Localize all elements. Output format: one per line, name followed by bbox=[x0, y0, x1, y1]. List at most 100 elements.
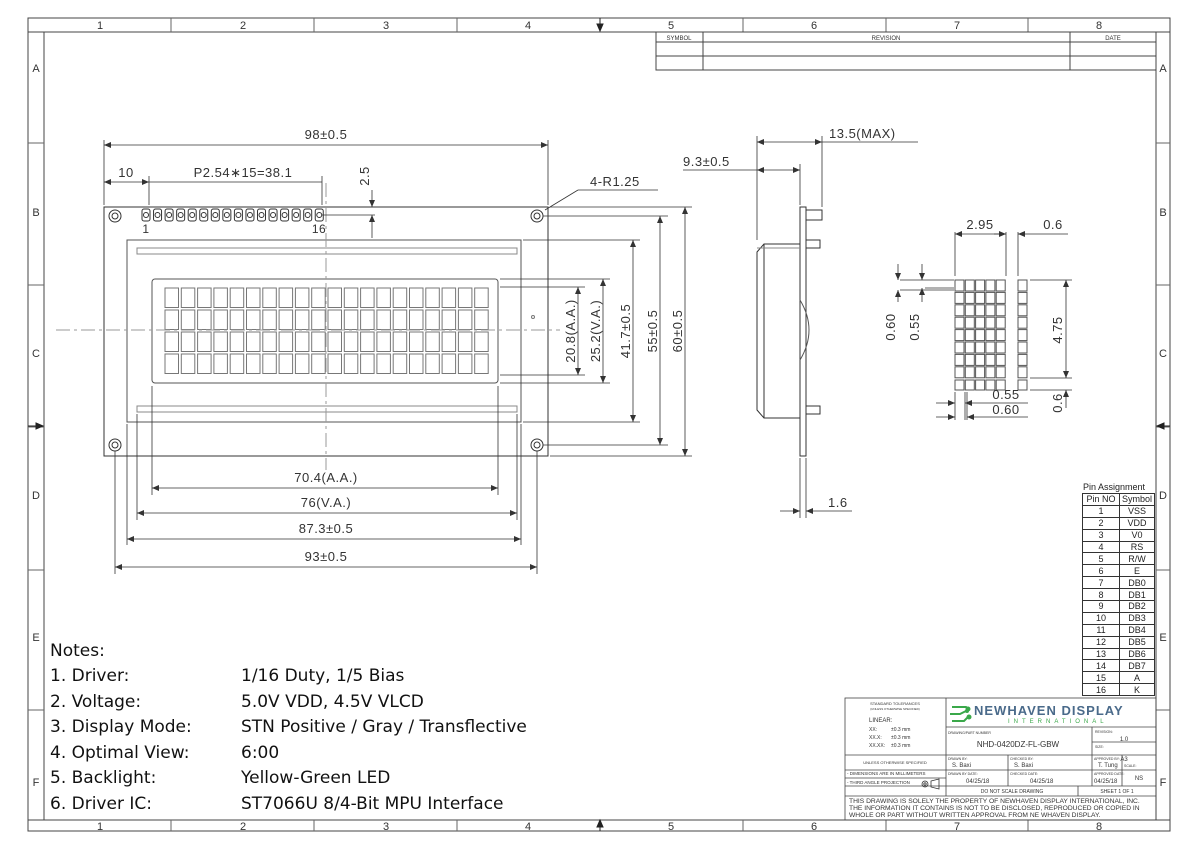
svg-text:CHECKED BY:: CHECKED BY: bbox=[1010, 757, 1034, 761]
pin-pad bbox=[303, 208, 313, 222]
col-label: 8 bbox=[1096, 821, 1102, 833]
col-label: 8 bbox=[1096, 20, 1102, 32]
newhaven-logo bbox=[950, 706, 972, 722]
dot bbox=[975, 353, 986, 366]
character-cell bbox=[278, 309, 294, 330]
side-view bbox=[756, 206, 823, 457]
dim-dot-bottom: 0.6 bbox=[1050, 393, 1065, 413]
dot bbox=[1017, 329, 1028, 342]
dot bbox=[985, 304, 996, 317]
character-cell bbox=[180, 353, 196, 374]
disclaimer-line-2: THE INFORMATION IT CONTAINS IS NOT TO BE… bbox=[849, 805, 1140, 812]
dim-bezel-h: 41.7±0.5 bbox=[618, 304, 633, 359]
pin-number: 2 bbox=[1082, 516, 1120, 530]
character-cell bbox=[474, 353, 489, 374]
pin-header bbox=[141, 208, 324, 222]
character-cell bbox=[392, 331, 408, 352]
cursor-dot bbox=[985, 379, 996, 391]
svg-text:SIZE:: SIZE: bbox=[1095, 745, 1104, 749]
dim-dot-pitch-h2: 0.60 bbox=[992, 402, 1019, 417]
character-cell bbox=[262, 287, 277, 308]
dot bbox=[995, 329, 1006, 342]
svg-text:REVISION:: REVISION: bbox=[1095, 730, 1113, 734]
front-dimensions bbox=[103, 140, 692, 574]
third-angle: - THIRD ANGLE PROJECTION bbox=[847, 780, 910, 785]
character-cell bbox=[457, 331, 473, 352]
pin-hole bbox=[246, 212, 253, 218]
revision-value: 1.0 bbox=[1120, 737, 1129, 743]
dot bbox=[985, 353, 996, 366]
col-label: 1 bbox=[97, 20, 103, 32]
dot bbox=[964, 366, 975, 379]
dot-dimension-labels: 2.95 0.6 4.75 0.60 0.55 0.6 0.55 0.60 bbox=[883, 217, 1065, 417]
dot bbox=[964, 341, 975, 354]
pin-symbol: VSS bbox=[1118, 504, 1156, 518]
pin-pad bbox=[222, 208, 232, 222]
character-cell bbox=[246, 353, 261, 374]
pin-no-header: Pin NO bbox=[1082, 493, 1120, 506]
pin-pad bbox=[141, 208, 151, 222]
character-cell bbox=[311, 309, 326, 330]
dim-radius: 4-R1.25 bbox=[590, 174, 640, 189]
character-cell bbox=[425, 309, 440, 330]
part-number: NHD-0420DZ-FL-GBW bbox=[977, 740, 1060, 749]
character-cell bbox=[213, 287, 228, 308]
size-value: A3 bbox=[1120, 757, 1128, 763]
svg-text:±0.3 mm: ±0.3 mm bbox=[891, 727, 910, 733]
pin-pad bbox=[291, 208, 301, 222]
character-cell bbox=[327, 331, 342, 352]
character-cell bbox=[311, 353, 326, 374]
dot bbox=[985, 279, 996, 292]
pin-hole bbox=[304, 212, 311, 218]
character-cell bbox=[474, 309, 489, 330]
dot bbox=[1017, 366, 1028, 379]
dot bbox=[975, 329, 986, 342]
pin-symbol: RS bbox=[1118, 540, 1156, 554]
note-label: 3. Display Mode: bbox=[50, 717, 192, 737]
character-cell bbox=[197, 331, 212, 352]
revision-header: REVISION bbox=[872, 36, 901, 42]
cursor-dot bbox=[995, 379, 1006, 391]
character-cell bbox=[457, 287, 473, 308]
character-cell bbox=[246, 287, 261, 308]
note-label: 4. Optimal View: bbox=[50, 742, 190, 763]
character-cell bbox=[294, 287, 310, 308]
row-label: F bbox=[1160, 777, 1167, 789]
dot bbox=[995, 304, 1006, 317]
dim-overall-height: 60±0.5 bbox=[670, 310, 685, 353]
character-cell bbox=[457, 309, 473, 330]
row-label: A bbox=[1159, 63, 1167, 75]
dot bbox=[954, 341, 965, 354]
dot bbox=[985, 366, 996, 379]
pin-number: 5 bbox=[1082, 552, 1120, 566]
character-cell bbox=[474, 287, 489, 308]
checked-date: 04/25/18 bbox=[1030, 779, 1054, 785]
brand-sub: INTERNATIONAL bbox=[1008, 719, 1108, 725]
dot bbox=[1017, 341, 1028, 354]
dot bbox=[975, 366, 986, 379]
do-not-scale: DO NOT SCALE DRAWING bbox=[981, 789, 1044, 795]
scale-value: NS bbox=[1135, 776, 1143, 782]
pin-symbol: E bbox=[1118, 564, 1156, 578]
dot bbox=[954, 366, 965, 379]
row-label: B bbox=[32, 207, 39, 219]
character-cell bbox=[327, 287, 342, 308]
row-label: D bbox=[1159, 490, 1167, 502]
dot bbox=[995, 291, 1006, 304]
pin-number: 4 bbox=[1082, 540, 1120, 554]
pin-number: 1 bbox=[1082, 504, 1120, 518]
character-cell bbox=[441, 287, 457, 308]
character-cell bbox=[425, 331, 440, 352]
character-cell bbox=[425, 353, 440, 374]
pin-symbol: A bbox=[1118, 671, 1156, 685]
dot bbox=[995, 316, 1006, 329]
note-label: 6. Driver IC: bbox=[50, 793, 152, 814]
dot bbox=[975, 341, 986, 354]
pin-symbol: V0 bbox=[1118, 528, 1156, 542]
